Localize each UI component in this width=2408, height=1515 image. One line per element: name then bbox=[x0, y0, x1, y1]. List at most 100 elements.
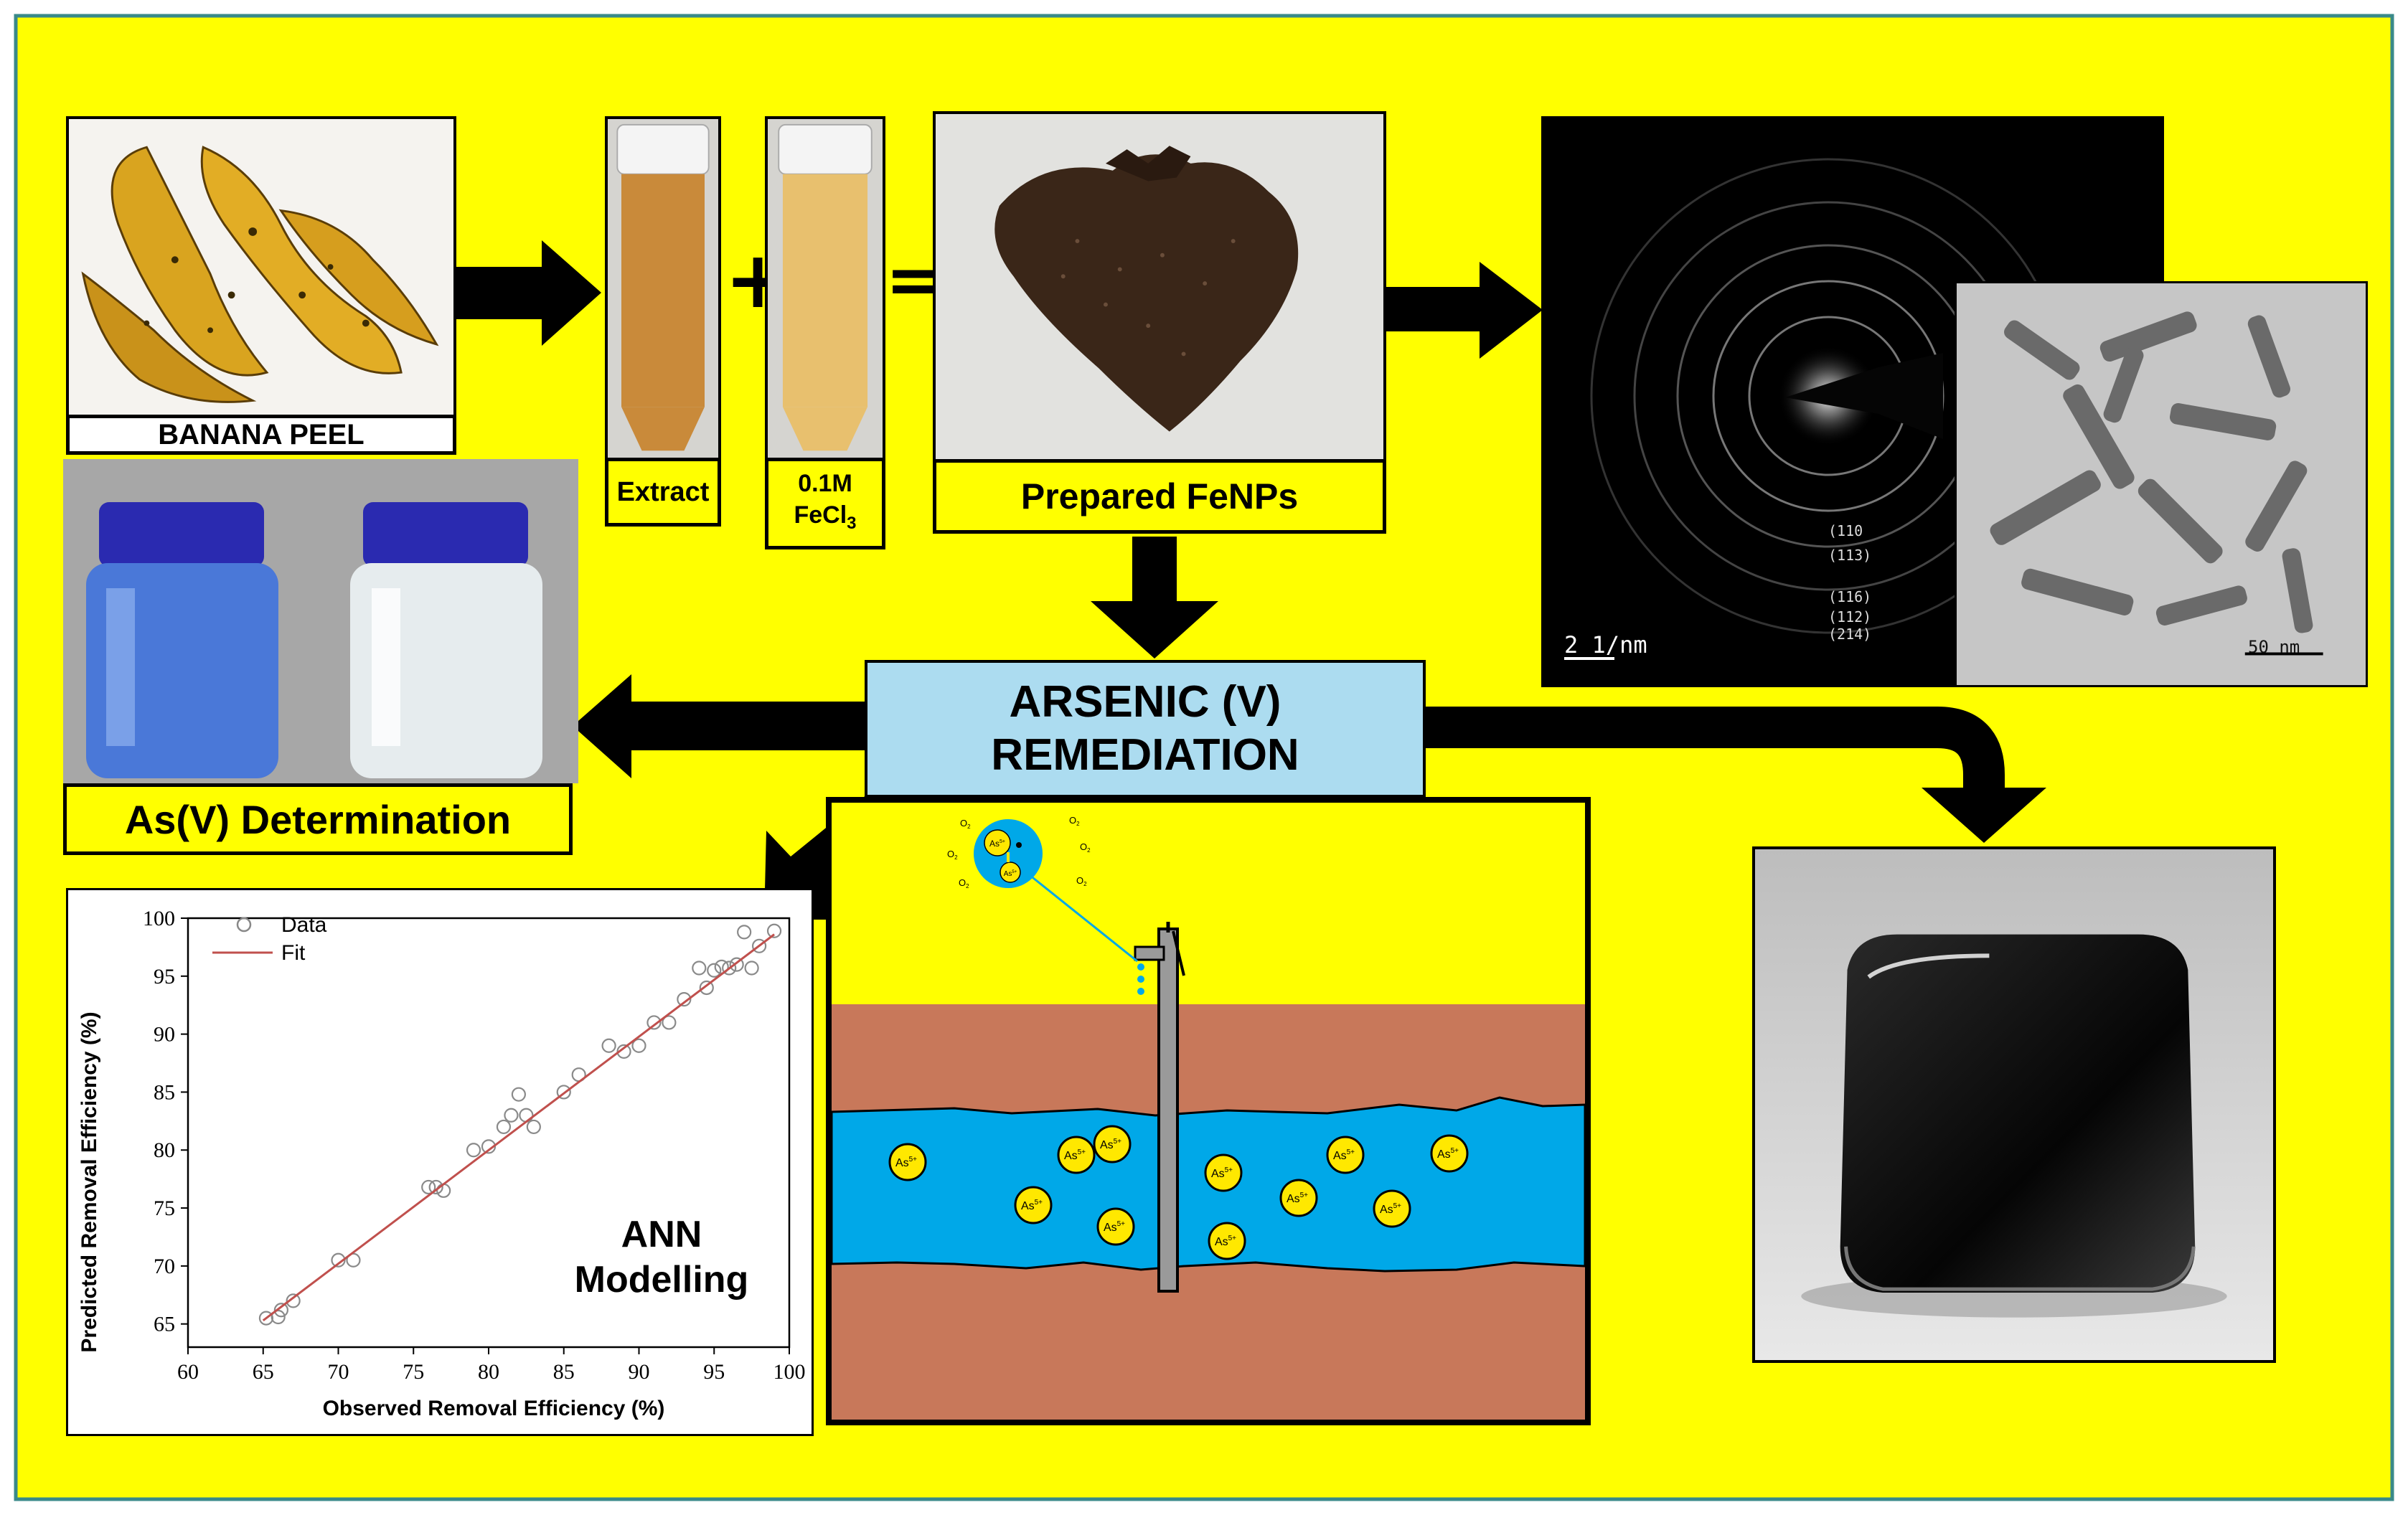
chart-xlabel: Observed Removal Efficiency (%) bbox=[323, 1397, 665, 1420]
pump-spout bbox=[1134, 945, 1165, 961]
arsenic-particle-label: As5+ bbox=[1104, 1220, 1125, 1234]
y-tick-label: 95 bbox=[154, 965, 175, 988]
y-tick-label: 70 bbox=[154, 1255, 175, 1278]
arsenic-particle-label: As5+ bbox=[1100, 1138, 1121, 1151]
data-point bbox=[273, 1303, 288, 1318]
data-point bbox=[601, 1038, 616, 1053]
o2-label: O2 bbox=[1069, 815, 1080, 827]
arsenic-particle: As5+ bbox=[1373, 1189, 1411, 1228]
banana-peel-photo bbox=[66, 116, 456, 419]
arsenic-particle-label: As5+ bbox=[1287, 1191, 1308, 1205]
data-point bbox=[662, 1015, 677, 1030]
arsenic-particle: As5+ bbox=[1208, 1222, 1246, 1260]
powder-flakes bbox=[1105, 146, 1191, 181]
arsenic-particle-label: As5+ bbox=[895, 1156, 917, 1169]
arsenic-particle: As5+ bbox=[1430, 1134, 1469, 1173]
x-tick-label: 95 bbox=[703, 1360, 725, 1384]
arsenic-particle: As5+ bbox=[1326, 1136, 1365, 1174]
x-tick-label: 90 bbox=[629, 1360, 650, 1384]
o2-label: O2 bbox=[959, 877, 969, 889]
as-vials-photo bbox=[63, 459, 578, 783]
arrow-remediation-to-determination bbox=[573, 674, 865, 778]
data-point bbox=[526, 1119, 541, 1135]
pump-handle bbox=[1172, 930, 1185, 976]
arsenic-particle: As5+ bbox=[1014, 1186, 1053, 1224]
data-point bbox=[466, 1143, 481, 1158]
arsenic-particle-label: As5+ bbox=[1021, 1199, 1043, 1212]
data-point bbox=[286, 1293, 301, 1308]
remediation-line-1: ARSENIC (V) bbox=[1009, 677, 1281, 727]
fenps-powder-photo bbox=[933, 111, 1386, 463]
data-point bbox=[346, 1252, 361, 1268]
droplet-oxygen-dot bbox=[1016, 842, 1022, 848]
fecl3-concentration: 0.1M bbox=[798, 470, 852, 498]
nanorods bbox=[1990, 311, 2313, 633]
zoom-leader-line bbox=[1029, 874, 1138, 963]
chart-ylabel: Predicted Removal Efficiency (%) bbox=[77, 1011, 101, 1352]
data-point bbox=[519, 1108, 534, 1123]
saed-plane-3: (116) bbox=[1828, 588, 1872, 605]
oxygen-labels: O2 O2 O2 O2 O2 O2 bbox=[947, 815, 1091, 889]
data-point bbox=[421, 1179, 436, 1195]
fit-line bbox=[262, 933, 775, 1322]
data-point bbox=[646, 1015, 662, 1030]
y-tick-label: 90 bbox=[154, 1023, 175, 1047]
o2-label: O2 bbox=[1076, 875, 1087, 887]
beam-stopper bbox=[1785, 353, 1943, 439]
ann-chart-panel bbox=[66, 888, 814, 1436]
arsenic-particle-label: As5+ bbox=[1437, 1147, 1459, 1161]
arrow-fenps-to-remediation bbox=[1091, 537, 1218, 659]
droplet-as-particle-2 bbox=[1000, 862, 1021, 883]
as-determination-label: As(V) Determination bbox=[63, 783, 573, 855]
blue-vial bbox=[86, 502, 278, 778]
data-point bbox=[496, 1119, 512, 1135]
magnet-highlight bbox=[1867, 953, 1990, 979]
data-point bbox=[729, 957, 744, 972]
droplet-as-label-1: As5+ bbox=[989, 839, 1005, 849]
arsenic-particle: As5+ bbox=[888, 1143, 927, 1181]
data-point bbox=[699, 980, 714, 996]
saed-plane-4: (112) bbox=[1828, 608, 1872, 626]
legend-data-label: Data bbox=[281, 913, 327, 937]
y-tick-label: 80 bbox=[154, 1138, 175, 1162]
saed-plane-2: (113) bbox=[1828, 547, 1872, 564]
droplet-zoom: As5+ As5+ bbox=[974, 819, 1043, 888]
magnet-body bbox=[1840, 934, 2196, 1293]
arsenic-particle: As5+ bbox=[1204, 1153, 1243, 1192]
tem-scale-bar bbox=[2244, 652, 2323, 656]
x-tick-label: 65 bbox=[253, 1360, 274, 1384]
data-point bbox=[631, 1038, 646, 1053]
x-tick-label: 60 bbox=[177, 1360, 199, 1384]
x-tick-label: 100 bbox=[773, 1360, 806, 1384]
x-tick-label: 85 bbox=[553, 1360, 575, 1384]
saed-plane-1: (110 bbox=[1828, 522, 1863, 539]
ann-label-line-2: Modelling bbox=[575, 1259, 749, 1301]
arrow-peel-to-extract bbox=[456, 240, 601, 346]
arsenic-remediation-box: ARSENIC (V) REMEDIATION bbox=[865, 660, 1426, 798]
y-tick-label: 85 bbox=[154, 1080, 175, 1104]
data-point bbox=[511, 1087, 527, 1102]
arsenic-particle-label: As5+ bbox=[1333, 1148, 1355, 1162]
data-point bbox=[436, 1183, 451, 1198]
data-point bbox=[751, 938, 767, 953]
tube-tip bbox=[782, 407, 868, 451]
saed-scale-bar bbox=[1564, 657, 1614, 660]
y-tick-label: 75 bbox=[154, 1197, 175, 1220]
aquifer-schematic: As5+ As5+ O2 O2 O2 O2 O2 O2 As5+As5+As5+… bbox=[826, 797, 1591, 1425]
tem-scale-label: 50 nm bbox=[2248, 637, 2300, 657]
equals-sign: = bbox=[885, 240, 944, 320]
banana-peel-label: BANANA PEEL bbox=[66, 415, 456, 455]
magnetic-fenps-photo bbox=[1752, 846, 2276, 1363]
arsenic-particle-label: As5+ bbox=[1215, 1235, 1236, 1248]
saed-plane-5: (214) bbox=[1828, 626, 1872, 643]
fecl3-formula: FeCl3 bbox=[794, 499, 856, 539]
arsenic-particle: As5+ bbox=[1093, 1125, 1132, 1164]
well-pipe bbox=[1157, 928, 1179, 1293]
banana-peel-icon bbox=[81, 146, 439, 403]
tem-image bbox=[1955, 281, 2368, 687]
data-point bbox=[692, 961, 707, 976]
powder-speckles bbox=[1060, 239, 1236, 357]
prepared-fenps-label: Prepared FeNPs bbox=[933, 459, 1386, 534]
extract-label: Extract bbox=[605, 458, 721, 527]
magnet-edge bbox=[1844, 1246, 2196, 1291]
